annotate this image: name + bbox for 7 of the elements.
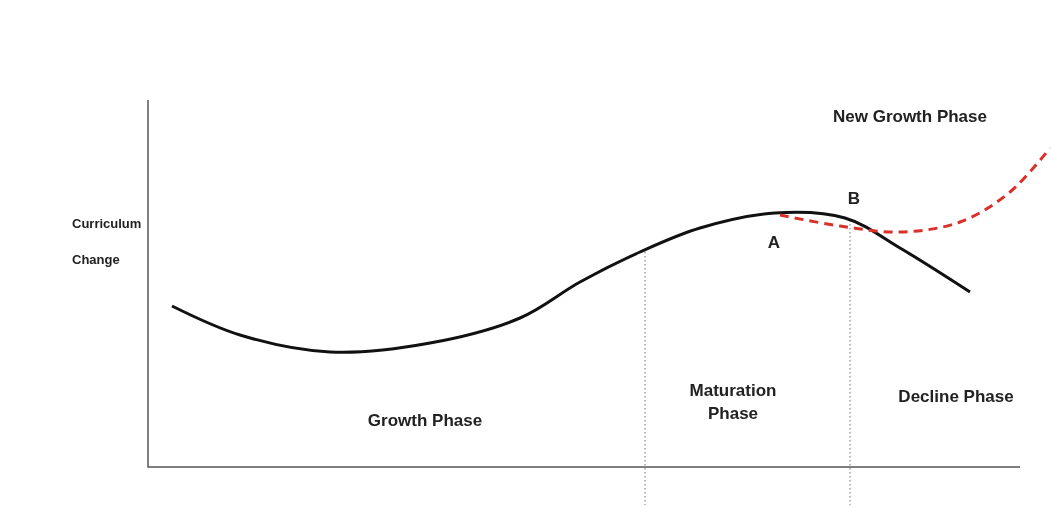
point-label: B (846, 188, 862, 210)
phase-label: New Growth Phase (832, 106, 988, 128)
phase-label: Growth Phase (366, 410, 484, 432)
phase-label: Decline Phase (897, 386, 1015, 408)
point-label: A (766, 232, 782, 254)
phase-label: Maturation Phase (688, 380, 778, 425)
axis-label: Curriculum Change (72, 215, 142, 270)
